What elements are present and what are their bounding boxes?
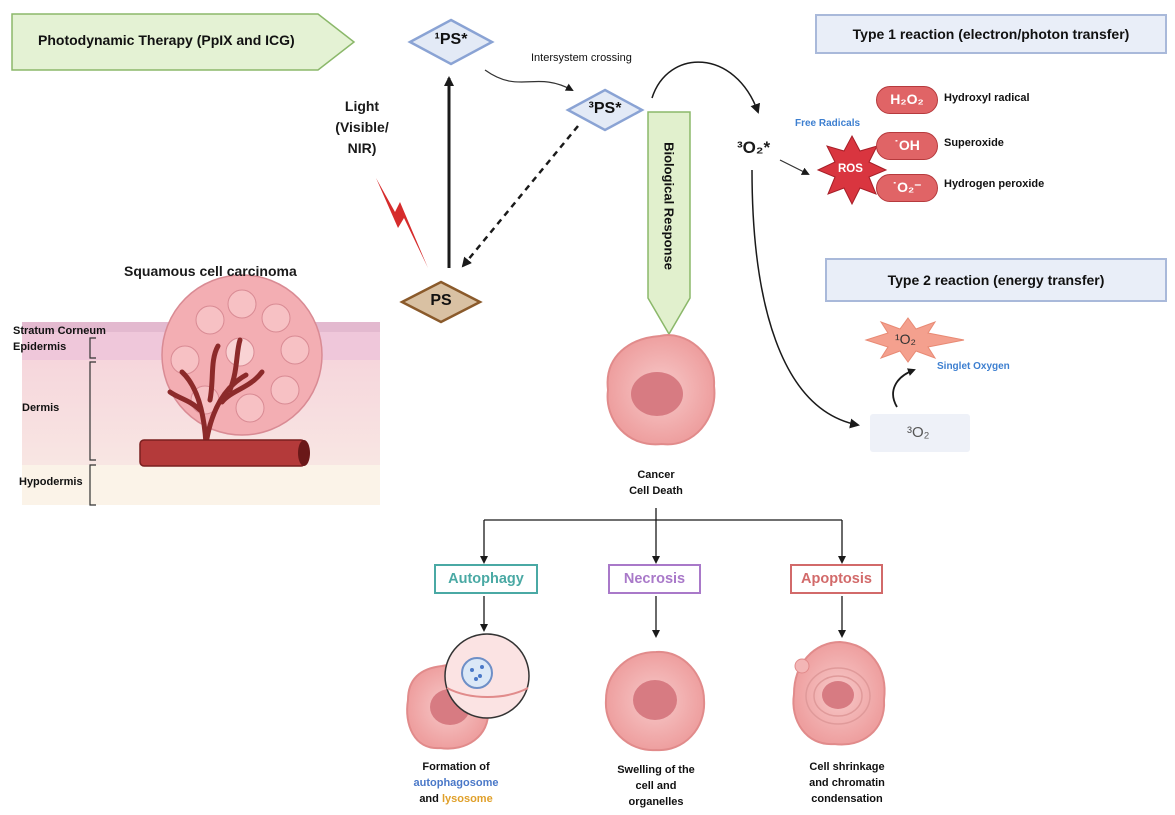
arrow-to-ros xyxy=(779,159,810,175)
layer-stratum-corneum: Stratum Corneum xyxy=(13,325,106,337)
triplet-oxygen-box xyxy=(870,414,970,452)
species-pill-o2: ˙O₂⁻ xyxy=(876,174,938,202)
light-line-1: Light xyxy=(344,98,380,114)
autophagy-desc-prefix: and xyxy=(419,793,442,805)
layer-dermis: Dermis xyxy=(22,402,60,414)
layer-epidermis: Epidermis xyxy=(13,341,67,353)
necrosis-box: Necrosis xyxy=(608,564,701,594)
apoptosis-desc-line-1: Cell shrinkage xyxy=(809,761,885,773)
singlet-ps-label: ¹PS* xyxy=(434,31,468,48)
cell-death-line-2: Cell Death xyxy=(629,485,683,497)
species-pill-oh: ˙OH xyxy=(876,132,938,160)
tumor-title: Squamous cell carcinoma xyxy=(124,263,297,279)
species-label-1: Hydroxyl radical xyxy=(944,92,1030,104)
ground-ps-label: PS xyxy=(430,292,452,309)
intersystem-crossing-label: Intersystem crossing xyxy=(531,52,632,64)
singlet-oxygen-symbol: ¹O₂ xyxy=(895,331,916,347)
apoptosis-box: Apoptosis xyxy=(790,564,883,594)
necrosis-description: Swelling of the cell and organelles xyxy=(591,762,721,810)
necrosis-cell xyxy=(604,650,706,752)
singlet-ps-diamond xyxy=(407,18,495,66)
autophagy-description: Formation of autophagosome and lysosome xyxy=(396,759,516,807)
free-radicals-label: Free Radicals xyxy=(795,118,861,129)
autophagy-box: Autophagy xyxy=(434,564,538,594)
type1-reaction-box: Type 1 reaction (electron/photon transfe… xyxy=(815,14,1167,54)
therapy-banner-title: Photodynamic Therapy (PpIX and ICG) xyxy=(38,32,295,48)
pathway-connectors xyxy=(480,508,846,638)
apoptosis-desc-line-3: condensation xyxy=(811,793,883,805)
arrow-to-singlet-oxygen xyxy=(892,368,916,408)
autophagy-desc-line-1: Formation of xyxy=(422,761,490,773)
triplet-ps-diamond xyxy=(565,88,645,132)
apoptosis-description: Cell shrinkage and chromatin condensatio… xyxy=(782,759,912,807)
layer-hypodermis: Hypodermis xyxy=(19,476,83,488)
light-label: Light (Visible/ NIR) xyxy=(332,96,392,159)
triplet-oxygen-label: ³O₂ xyxy=(907,424,930,441)
cell-death-line-1: Cancer xyxy=(637,469,675,481)
autophagy-desc-line-3: and lysosome xyxy=(396,791,516,807)
arrow-to-oxygen xyxy=(651,61,760,114)
autophagy-desc-highlight: lysosome xyxy=(441,793,493,805)
autophagy-cell xyxy=(406,633,530,750)
autophagy-desc-line-2: autophagosome xyxy=(413,777,499,789)
intersystem-crossing-arrow xyxy=(484,69,574,91)
type2-reaction-box: Type 2 reaction (energy transfer) xyxy=(825,258,1167,302)
species-label-3: Hydrogen peroxide xyxy=(944,178,1045,190)
light-line-2: (Visible/ xyxy=(335,119,389,135)
light-line-3: NIR) xyxy=(347,140,377,156)
tumor-mass xyxy=(161,274,323,436)
singlet-oxygen-burst xyxy=(864,317,965,363)
necrosis-desc-line-3: organelles xyxy=(628,796,684,808)
ground-ps-diamond xyxy=(399,280,483,324)
arrow-to-triplet-oxygen xyxy=(751,169,860,429)
singlet-oxygen-label: Singlet Oxygen xyxy=(937,361,1010,372)
biological-response-arrow xyxy=(647,111,691,336)
lightning-icon xyxy=(376,178,428,268)
blood-vessel xyxy=(139,337,310,467)
relaxation-arrow xyxy=(461,125,579,268)
ros-burst xyxy=(816,134,888,206)
apoptosis-desc-line-2: and chromatin xyxy=(809,777,885,789)
cell-death-label: Cancer Cell Death xyxy=(606,467,706,499)
excited-oxygen-label: ³O₂* xyxy=(737,138,771,157)
species-label-2: Superoxide xyxy=(944,137,1004,149)
therapy-banner-shape xyxy=(11,13,356,71)
ros-label: ROS xyxy=(838,163,863,175)
necrosis-desc-line-2: cell and xyxy=(635,780,677,792)
triplet-ps-label: ³PS* xyxy=(588,100,622,117)
cancer-cell xyxy=(606,334,716,446)
biological-response-label: Biological Response xyxy=(661,142,677,270)
necrosis-desc-line-1: Swelling of the xyxy=(617,764,695,776)
species-pill-h2o2: H₂O₂ xyxy=(876,86,938,114)
apoptosis-cell xyxy=(792,640,886,746)
